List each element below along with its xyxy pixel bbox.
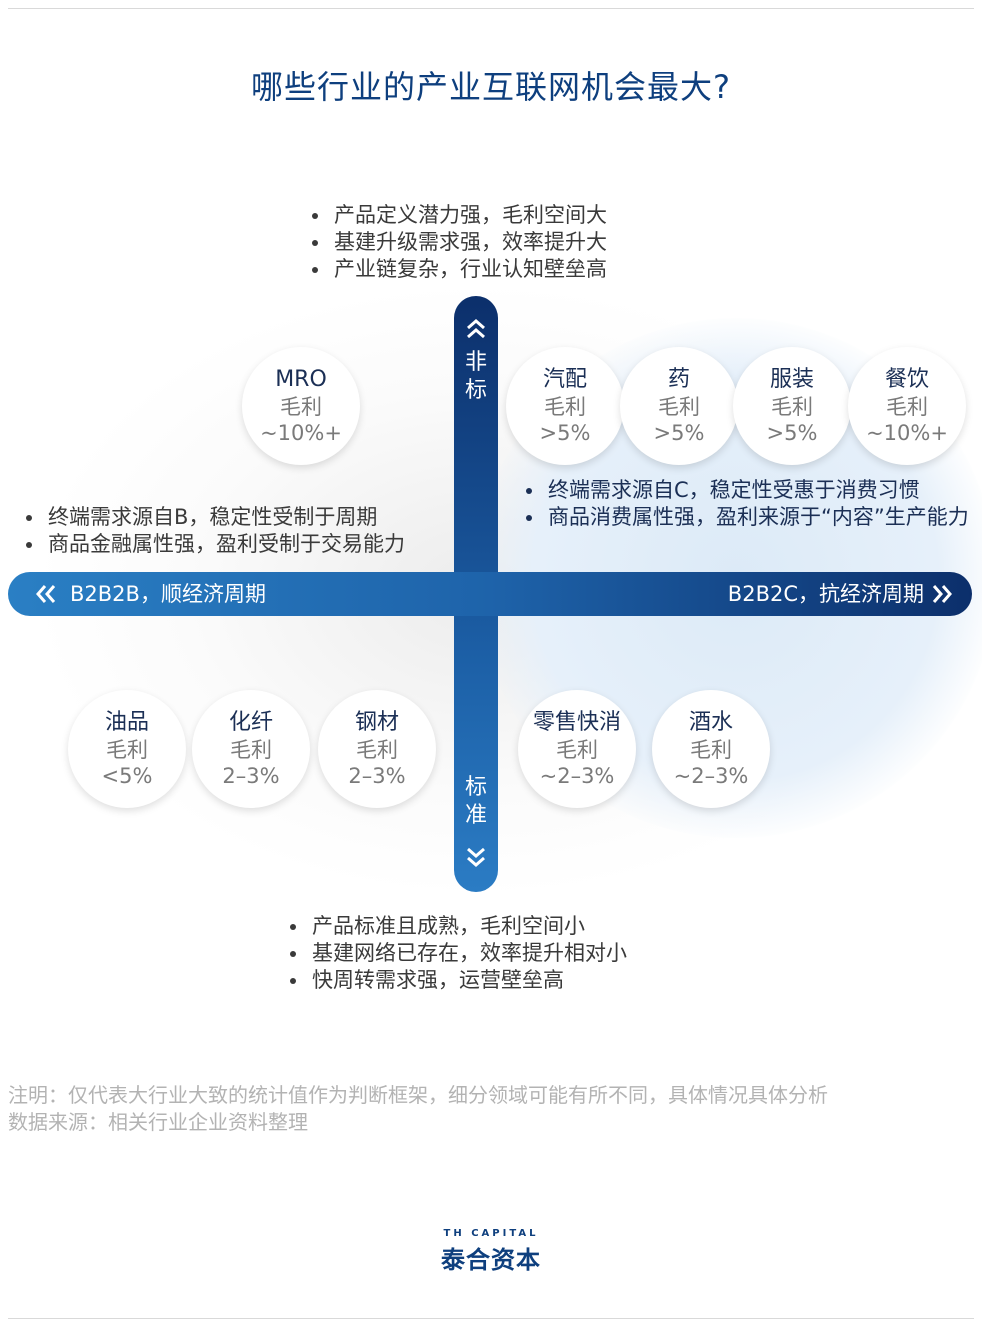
industry-circle-auto-parts: 汽配 毛利 >5% bbox=[506, 347, 624, 465]
chevron-up-icon bbox=[467, 319, 485, 339]
industry-name: 服装 bbox=[769, 367, 814, 392]
industry-circle-liquor: 酒水 毛利 ~2–3% bbox=[652, 690, 770, 808]
horizontal-axis bbox=[8, 572, 972, 616]
industry-margin-label: 毛利 bbox=[106, 738, 148, 762]
top-bullets: 产品定义潜力强，毛利空间大 基建升级需求强，效率提升大 产业链复杂，行业认知壁垒… bbox=[308, 202, 607, 283]
left-bullets: 终端需求源自B，稳定性受制于周期 商品金融属性强，盈利受制于交易能力 bbox=[22, 504, 405, 558]
industry-margin-value: >5% bbox=[653, 421, 705, 445]
axis-label-left: B2B2B，顺经济周期 bbox=[70, 582, 266, 606]
top-bullet: 产品定义潜力强，毛利空间大 bbox=[308, 202, 607, 229]
industry-margin-label: 毛利 bbox=[886, 395, 928, 419]
bottom-bullet: 快周转需求强，运营壁垒高 bbox=[286, 967, 627, 994]
axis-label-right: B2B2C，抗经济周期 bbox=[727, 582, 924, 606]
top-bullet: 产业链复杂，行业认知壁垒高 bbox=[308, 256, 607, 283]
industry-margin-value: ~10%+ bbox=[866, 421, 948, 445]
right-bullet: 商品消费属性强，盈利来源于“内容”生产能力 bbox=[522, 504, 972, 531]
industry-margin-value: 2–3% bbox=[222, 764, 280, 788]
right-bullet: 终端需求源自C，稳定性受惠于消费习惯 bbox=[522, 477, 972, 504]
industry-margin-value: ~2–3% bbox=[673, 764, 749, 788]
page-title: 哪些行业的产业互联网机会最大? bbox=[251, 68, 731, 106]
industry-margin-value: ~2–3% bbox=[539, 764, 615, 788]
industry-margin-label: 毛利 bbox=[690, 738, 732, 762]
industry-margin-value: 2–3% bbox=[348, 764, 406, 788]
industry-name: MRO bbox=[275, 367, 327, 392]
industry-name: 汽配 bbox=[542, 367, 587, 392]
industry-margin-label: 毛利 bbox=[658, 395, 700, 419]
industry-circle-fmcg: 零售快消 毛利 ~2–3% bbox=[518, 690, 636, 808]
bottom-bullet: 基建网络已存在，效率提升相对小 bbox=[286, 940, 627, 967]
industry-name: 药 bbox=[667, 367, 690, 392]
industry-name: 零售快消 bbox=[532, 710, 621, 735]
industry-name: 化纤 bbox=[228, 710, 273, 735]
industry-margin-label: 毛利 bbox=[544, 395, 586, 419]
industry-circle-catering: 餐饮 毛利 ~10%+ bbox=[848, 347, 966, 465]
right-bullets: 终端需求源自C，稳定性受惠于消费习惯 商品消费属性强，盈利来源于“内容”生产能力 bbox=[522, 477, 972, 531]
bottom-bullet: 产品标准且成熟，毛利空间小 bbox=[286, 913, 627, 940]
left-bullet: 商品金融属性强，盈利受制于交易能力 bbox=[22, 531, 405, 558]
chevron-left-icon bbox=[36, 585, 56, 603]
industry-margin-label: 毛利 bbox=[771, 395, 813, 419]
industry-circle-steel: 钢材 毛利 2–3% bbox=[318, 690, 436, 808]
industry-name: 钢材 bbox=[354, 710, 399, 735]
footnotes: 注明：仅代表大行业大致的统计值作为判断框架，细分领域可能有所不同，具体情况具体分… bbox=[8, 1082, 828, 1136]
note-text: 注明：仅代表大行业大致的统计值作为判断框架，细分领域可能有所不同，具体情况具体分… bbox=[8, 1083, 828, 1107]
industry-margin-value: <5% bbox=[101, 764, 153, 788]
logo-chinese: 泰合资本 bbox=[441, 1246, 541, 1274]
industry-margin-value: >5% bbox=[539, 421, 591, 445]
bottom-rule bbox=[8, 1318, 974, 1319]
industry-margin-value: ~10%+ bbox=[260, 421, 342, 445]
top-bullet: 基建升级需求强，效率提升大 bbox=[308, 229, 607, 256]
logo-english: TH CAPITAL bbox=[443, 1228, 539, 1239]
industry-circle-oil: 油品 毛利 <5% bbox=[68, 690, 186, 808]
industry-margin-label: 毛利 bbox=[356, 738, 398, 762]
industry-circle-apparel: 服装 毛利 >5% bbox=[733, 347, 851, 465]
source-text: 数据来源：相关行业企业资料整理 bbox=[8, 1110, 308, 1134]
industry-margin-label: 毛利 bbox=[556, 738, 598, 762]
axis-label-top-1: 非 bbox=[464, 350, 487, 375]
axis-label-top-2: 标 bbox=[464, 378, 487, 403]
top-rule bbox=[8, 8, 974, 9]
industry-name: 油品 bbox=[104, 710, 149, 735]
industry-circle-pharma: 药 毛利 >5% bbox=[620, 347, 738, 465]
industry-margin-label: 毛利 bbox=[280, 395, 322, 419]
industry-name: 酒水 bbox=[688, 710, 733, 735]
left-bullet: 终端需求源自B，稳定性受制于周期 bbox=[22, 504, 405, 531]
chevron-right-icon bbox=[932, 585, 952, 603]
industry-margin-value: >5% bbox=[766, 421, 818, 445]
chevron-down-icon bbox=[467, 847, 485, 867]
industry-margin-label: 毛利 bbox=[230, 738, 272, 762]
axis-label-bottom-2: 准 bbox=[464, 803, 487, 828]
industry-name: 餐饮 bbox=[884, 367, 929, 392]
bottom-bullets: 产品标准且成熟，毛利空间小 基建网络已存在，效率提升相对小 快周转需求强，运营壁… bbox=[286, 913, 627, 994]
industry-circle-mro: MRO 毛利 ~10%+ bbox=[242, 347, 360, 465]
axis-label-bottom-1: 标 bbox=[464, 775, 487, 800]
industry-circle-chemical-fiber: 化纤 毛利 2–3% bbox=[192, 690, 310, 808]
